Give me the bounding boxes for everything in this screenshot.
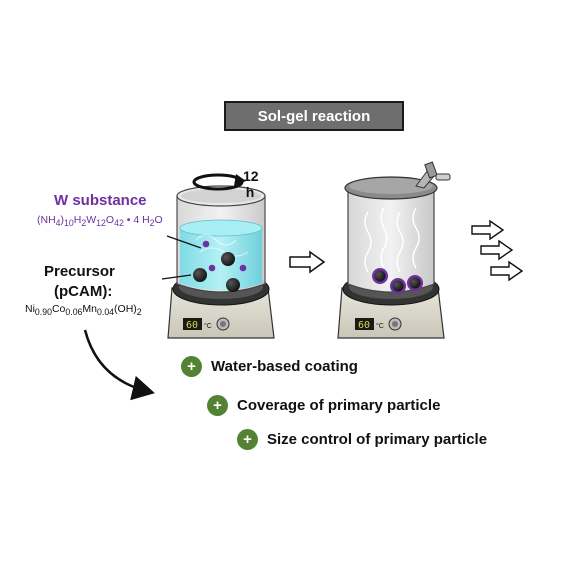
beaker-left — [176, 185, 266, 293]
temperature-display — [355, 318, 374, 330]
w-substance-label: W substance — [54, 192, 147, 209]
process-title: Sol-gel reaction — [224, 101, 404, 131]
plus-icon: + — [181, 356, 202, 377]
precursor-particle — [221, 252, 235, 266]
continue-arrow-icon — [490, 260, 524, 282]
continue-arrow-icon — [471, 219, 505, 241]
beaker-right — [344, 161, 451, 294]
precursor-label: Precursor — [44, 263, 115, 280]
display-value: 60 — [358, 320, 370, 331]
precursor-particle — [226, 278, 240, 292]
w-pointer-line — [166, 235, 202, 249]
display-value: 60 — [186, 320, 198, 331]
benefit-item: + Coverage of primary particle — [207, 395, 440, 416]
benefit-item: + Size control of primary particle — [237, 429, 487, 450]
w-substance-formula: (NH4)10H2W12O42 • 4 H2O — [37, 214, 163, 229]
water-solution — [180, 228, 262, 291]
w-substance-particle — [202, 240, 210, 248]
w-substance-particle — [239, 264, 247, 272]
stirring-arrow-icon — [192, 173, 246, 191]
plus-icon: + — [237, 429, 258, 450]
precursor-pointer-line — [161, 274, 192, 280]
precursor-particle — [193, 268, 207, 282]
display-unit: °C — [376, 322, 384, 330]
precursor-formula: Ni0.90Co0.06Mn0.04(OH)2 — [25, 303, 142, 318]
w-substance-particle — [208, 264, 216, 272]
precursor-label-abbrev: (pCAM): — [54, 283, 113, 300]
continue-arrow-icon — [480, 239, 514, 261]
benefit-text: Water-based coating — [211, 358, 358, 375]
benefit-text: Coverage of primary particle — [237, 397, 441, 414]
process-arrow-icon — [289, 250, 326, 274]
temperature-display — [183, 318, 202, 330]
benefit-text: Size control of primary particle — [267, 431, 488, 448]
plus-icon: + — [207, 395, 228, 416]
curved-arrow-icon — [83, 329, 155, 401]
benefit-item: + Water-based coating — [181, 356, 358, 377]
display-unit: °C — [204, 322, 212, 330]
